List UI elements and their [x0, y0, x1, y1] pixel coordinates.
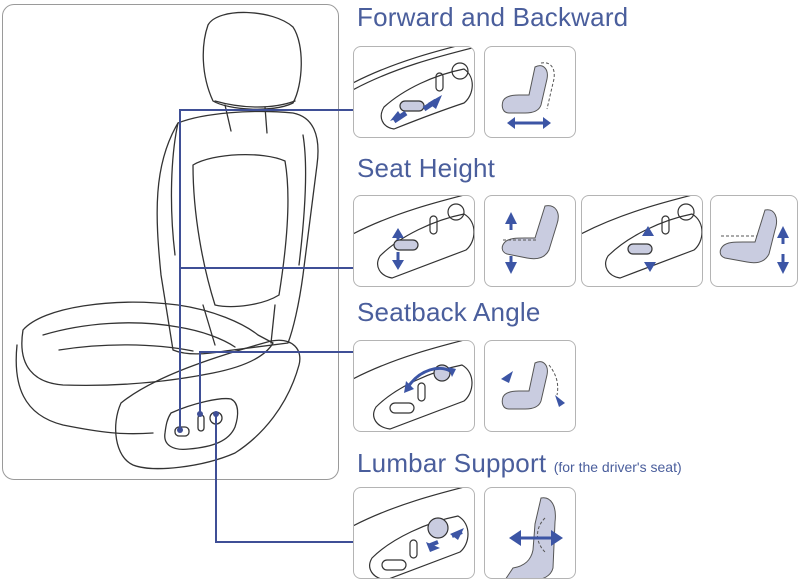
- seat-switch-panel-icon: [354, 196, 474, 279]
- seat-switch-panel-icon: [354, 341, 473, 430]
- switch-housing: [164, 397, 239, 451]
- switch-panel-forward-backward: [353, 46, 475, 138]
- seat-motion-icon: [501, 361, 565, 410]
- seat-motion-lumbar-support: [484, 487, 576, 579]
- heading-forward-backward: Forward and Backward: [357, 2, 629, 32]
- heading-lumbar-support: Lumbar Support (for the driver's seat): [357, 448, 682, 478]
- switch-panel-seat-height-up: [353, 195, 475, 287]
- seat-switch-panel-icon: [354, 47, 474, 130]
- switch-panel-seatback-angle: [353, 340, 475, 432]
- heading-seat-height: Seat Height: [357, 153, 496, 183]
- seat-illustration-frame: [2, 4, 339, 480]
- seat-motion-icon: [501, 205, 559, 274]
- lumbar-note: (for the driver's seat): [553, 459, 682, 475]
- seat-motion-icon: [719, 209, 789, 274]
- leader-forward-backward: [179, 109, 356, 430]
- car-seat-illustration: [15, 11, 319, 470]
- heading-seatback-angle: Seatback Angle: [357, 297, 541, 327]
- seat-switch-panel-icon: [354, 488, 469, 578]
- seat-motion-seatback-angle: [484, 340, 576, 432]
- seatback: [156, 110, 319, 355]
- headrest: [202, 11, 302, 110]
- seat-switch-panel-icon: [582, 196, 702, 279]
- seat-motion-seat-height-rear: [710, 195, 798, 287]
- switch-panel-lumbar-support: [353, 487, 475, 579]
- leader-seatback-angle: [199, 351, 356, 414]
- seat-motion-seat-height-front: [484, 195, 576, 287]
- seat-base: [15, 344, 154, 435]
- seat-motion-icon: [501, 62, 555, 129]
- leader-lumbar-support: [215, 414, 356, 543]
- seat-motion-icon: [505, 497, 563, 578]
- seat-cushion: [21, 301, 274, 387]
- switch-panel-seat-height-rear: [581, 195, 703, 287]
- seat-motion-forward-backward: [484, 46, 576, 138]
